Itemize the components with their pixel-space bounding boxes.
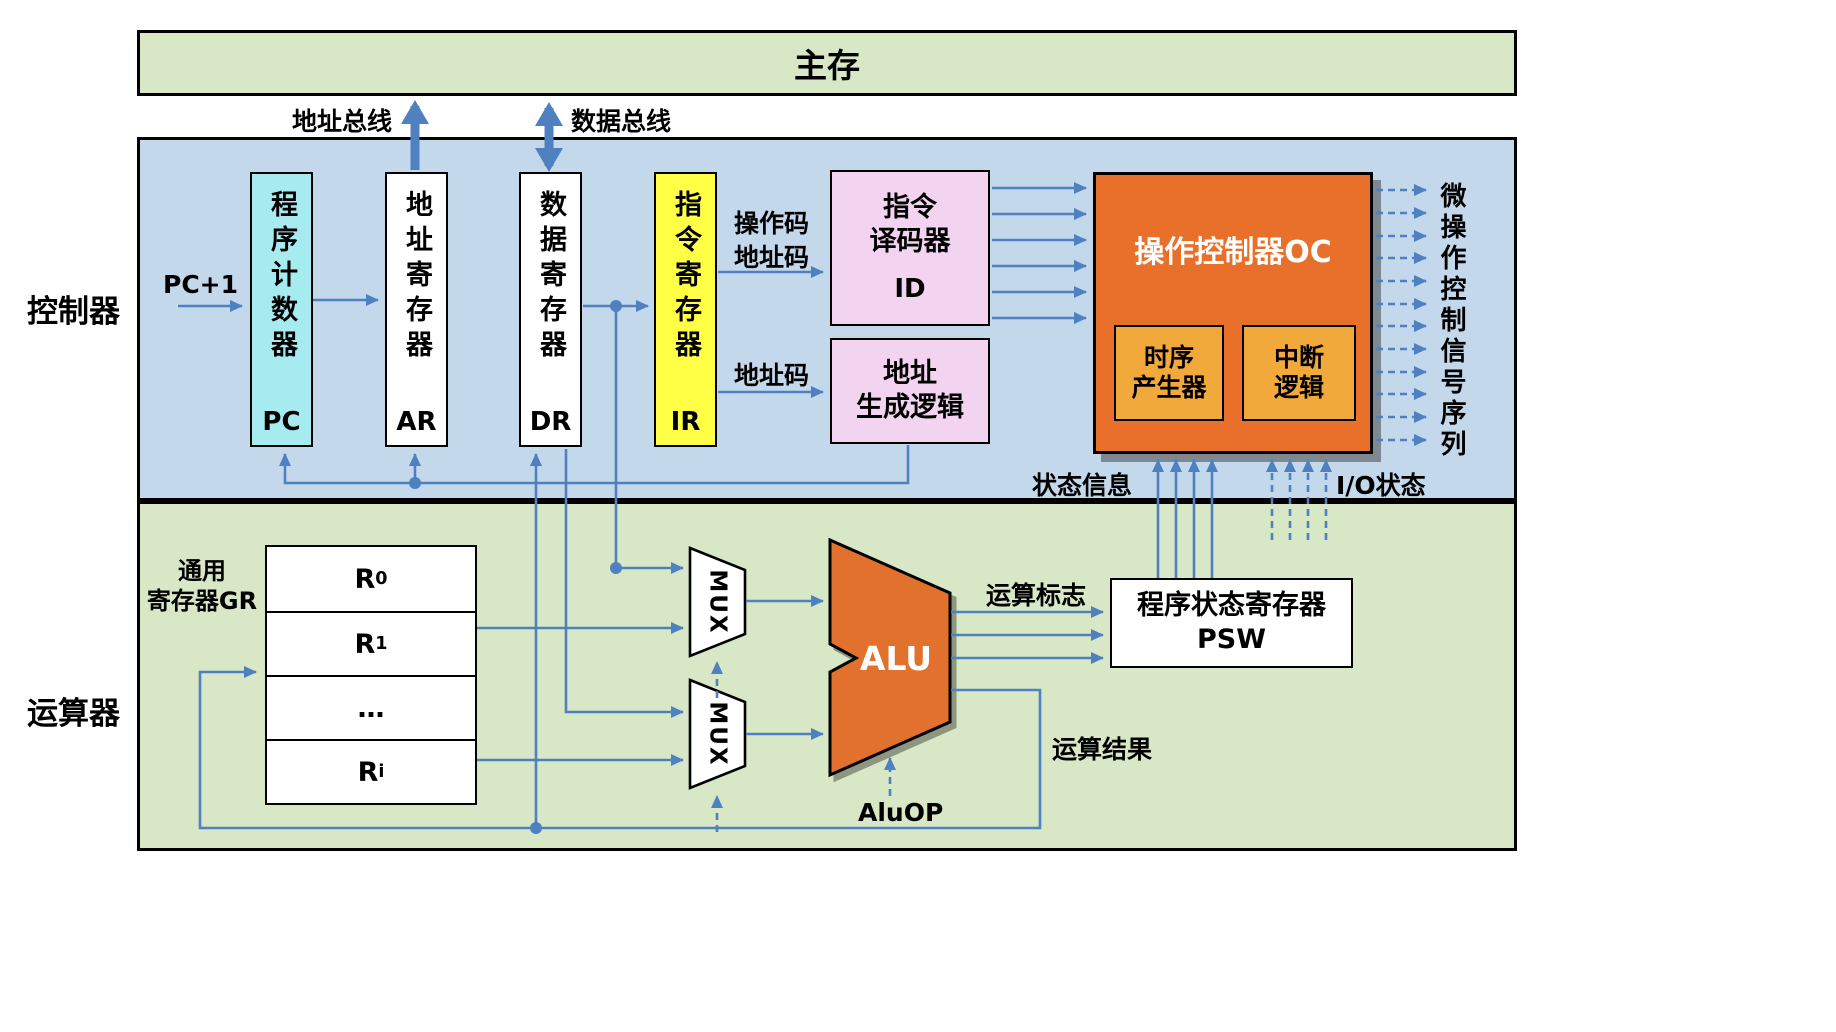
pc-register-abbr: PC <box>262 407 301 437</box>
dr-register-name: 数据寄存器 <box>535 190 566 365</box>
data-bus-label: 数据总线 <box>571 107 672 136</box>
dr-register: 数据寄存器 DR <box>519 172 582 447</box>
psw-box: 程序状态寄存器 PSW <box>1110 578 1353 668</box>
instruction-decoder-box: 指令 译码器 ID <box>830 170 990 326</box>
gr-r1-sub: 1 <box>375 634 388 654</box>
decoder-abbr: ID <box>894 273 926 304</box>
timing-generator-box: 时序 产生器 <box>1114 325 1224 421</box>
ar-register-name: 地址寄存器 <box>401 190 432 365</box>
datapath-label: 运算器 <box>27 696 120 732</box>
ir-register-abbr: IR <box>670 407 701 437</box>
gr-ellipsis: … <box>357 692 385 724</box>
ir-register: 指令寄存器 IR <box>654 172 717 447</box>
gr-ri-sub: i <box>378 762 385 782</box>
decoder-line1: 指令 <box>883 192 937 223</box>
interrupt-line2: 逻辑 <box>1273 373 1324 402</box>
gr-ri-base: R <box>357 756 379 788</box>
addrgen-line1: 地址 <box>883 358 937 390</box>
decoder-line2: 译码器 <box>869 225 951 257</box>
address-bus-label: 地址总线 <box>292 107 393 136</box>
pc-plus1-label: PC+1 <box>163 270 239 299</box>
gr-caption: 通用 寄存器GR <box>138 556 266 616</box>
timing-line1: 时序 <box>1143 343 1194 372</box>
pc-register: 程序计数器 PC <box>250 172 313 447</box>
addrgen-line2: 生成逻辑 <box>856 392 964 423</box>
micro-ops-label: 微操作控制信号序列 <box>1436 182 1466 461</box>
pc-register-name: 程序计数器 <box>266 190 297 365</box>
addr-code-bottom-label: 地址码 <box>734 361 810 390</box>
gr-r1-base: R <box>354 628 376 660</box>
gr-row-ellipsis: … <box>267 675 475 739</box>
timing-line2: 产生器 <box>1131 373 1207 402</box>
status-info-label: 状态信息 <box>1032 471 1133 500</box>
gr-caption-line1: 通用 <box>178 557 226 585</box>
gr-r0-sub: 0 <box>375 569 388 589</box>
alu-result-label: 运算结果 <box>1052 735 1153 764</box>
addr-code-top-label: 地址码 <box>734 243 810 272</box>
interrupt-logic-box: 中断 逻辑 <box>1242 325 1356 421</box>
ir-register-name: 指令寄存器 <box>670 190 701 365</box>
aluop-label: AluOP <box>858 798 944 827</box>
ar-register-abbr: AR <box>396 407 437 437</box>
address-gen-box: 地址 生成逻辑 <box>830 338 990 444</box>
operation-controller-box: 操作控制器OC 时序 产生器 中断 逻辑 <box>1093 172 1373 454</box>
alu-flags-label: 运算标志 <box>986 581 1087 610</box>
io-status-label: I/O状态 <box>1336 471 1426 500</box>
psw-line2: PSW <box>1196 624 1267 655</box>
ar-register: 地址寄存器 AR <box>385 172 448 447</box>
interrupt-line1: 中断 <box>1273 343 1324 372</box>
operation-controller-title: 操作控制器OC <box>1134 235 1332 270</box>
controller-label: 控制器 <box>27 294 120 330</box>
main-memory-bar: 主存 <box>137 30 1517 96</box>
gr-r0-base: R <box>354 563 376 595</box>
opcode-label: 操作码 <box>734 209 810 238</box>
gr-caption-line2: 寄存器GR <box>146 587 258 615</box>
psw-line1: 程序状态寄存器 <box>1137 590 1326 622</box>
dr-register-abbr: DR <box>529 407 572 437</box>
